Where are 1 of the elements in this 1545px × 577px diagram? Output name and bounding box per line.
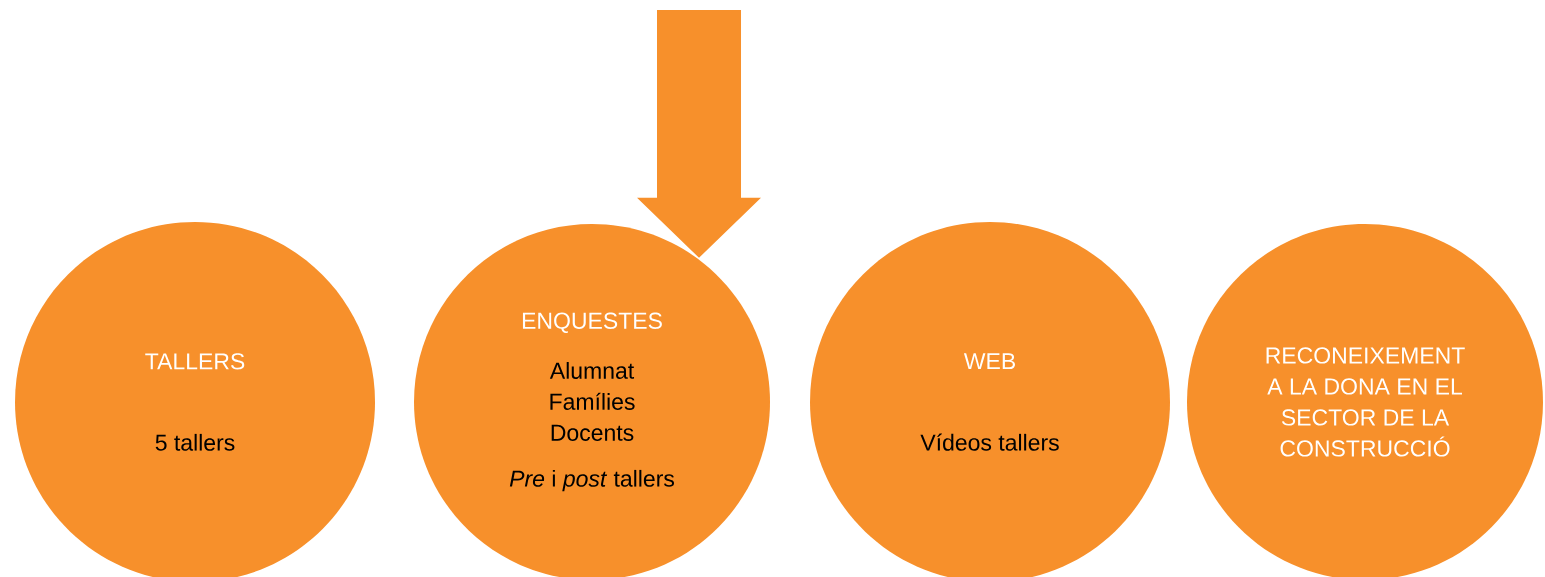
arrow	[637, 10, 761, 258]
